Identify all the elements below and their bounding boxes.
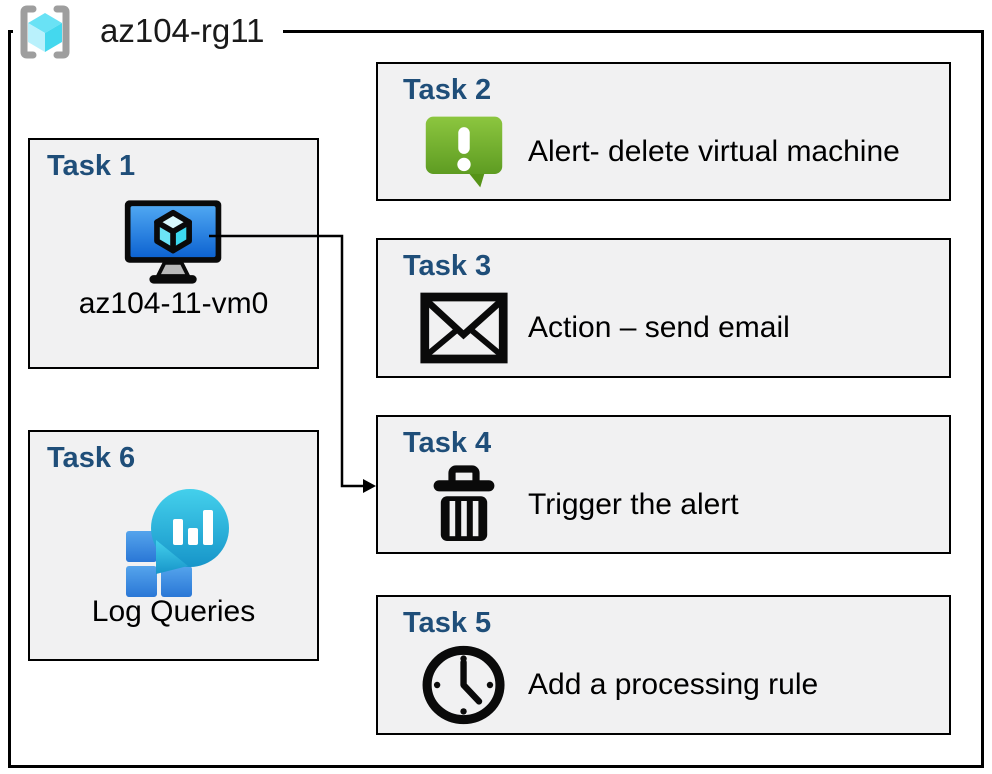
task4-box: Task 4 Trigger the alert — [376, 415, 951, 554]
trash-icon — [433, 465, 495, 541]
task6-label: Log Queries — [91, 595, 256, 628]
task5-title: Task 5 — [403, 607, 492, 639]
alert-icon — [425, 116, 503, 188]
task5-box: Task 5 Add a processing rule — [376, 595, 951, 735]
task3-box: Task 3 Action – send email — [376, 238, 951, 378]
resource-group-icon — [20, 5, 70, 59]
task5-label: Add a processing rule — [528, 668, 819, 701]
task1-label: az104-11-vm0 — [78, 287, 269, 320]
task2-box: Task 2 Alert- delete virtual machine — [376, 62, 951, 201]
task3-label: Action – send email — [528, 311, 790, 344]
task4-label: Trigger the alert — [528, 488, 739, 521]
task6-box: Task 6 Log Q — [28, 430, 319, 661]
task2-title: Task 2 — [403, 74, 492, 106]
task2-label: Alert- delete virtual machine — [528, 135, 900, 168]
virtual-machine-icon — [124, 200, 221, 284]
email-icon — [420, 292, 508, 364]
resource-group-title: az104-rg11 — [100, 12, 265, 49]
log-queries-icon — [125, 489, 229, 597]
resource-group-border — [8, 30, 984, 768]
clock-icon — [422, 645, 505, 725]
task3-title: Task 3 — [403, 250, 492, 282]
task6-title: Task 6 — [47, 442, 136, 474]
task4-title: Task 4 — [403, 427, 492, 459]
task1-title: Task 1 — [47, 150, 136, 182]
task1-box: Task 1 az104-11-vm0 — [28, 138, 319, 369]
